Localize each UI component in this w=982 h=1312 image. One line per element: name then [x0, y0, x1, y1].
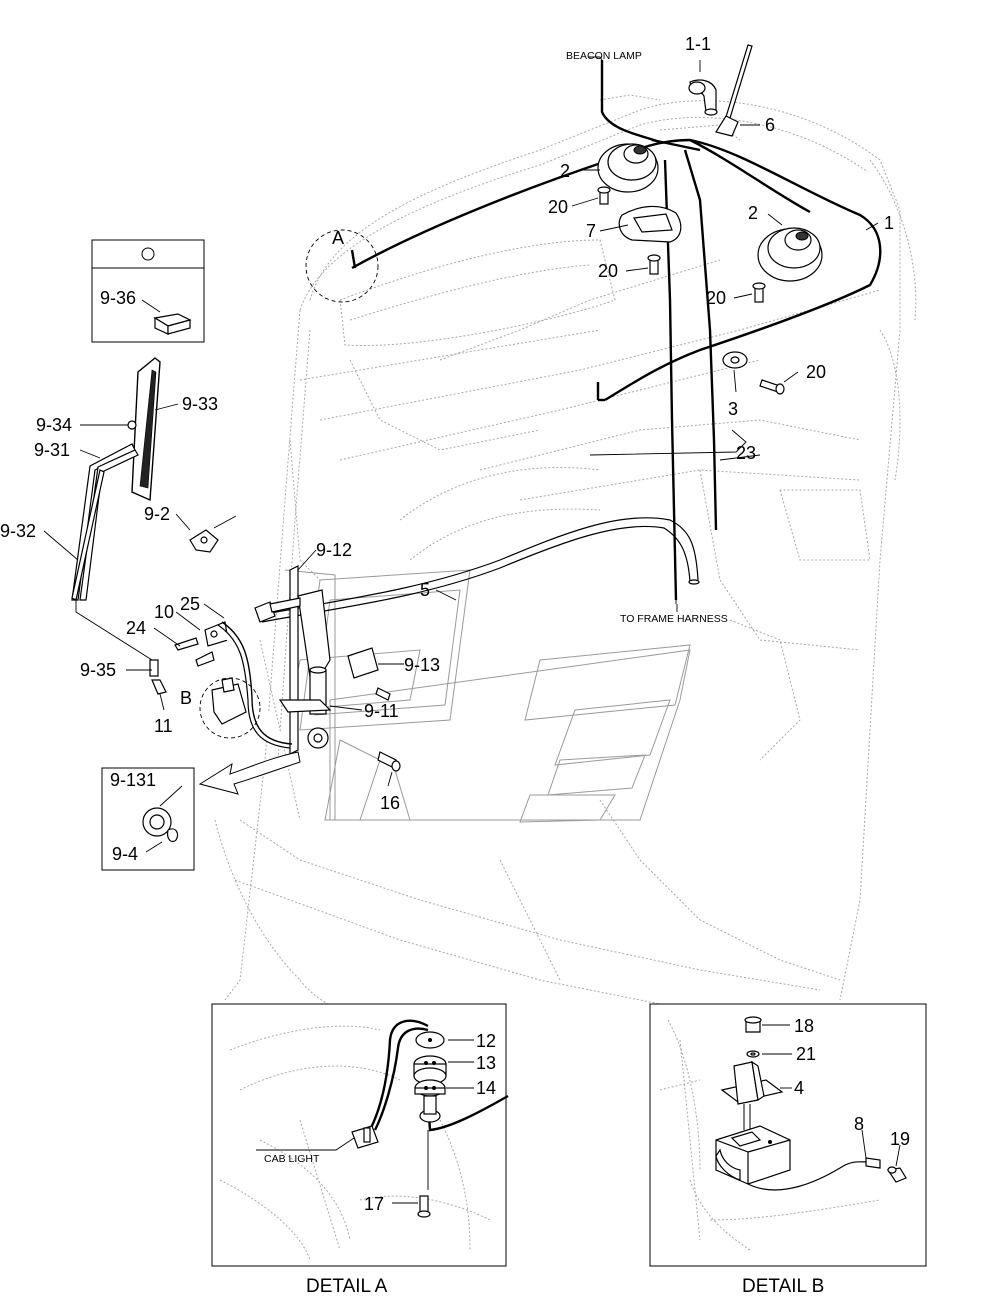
label-9-2: 9-2 [144, 504, 170, 524]
label-12: 12 [476, 1031, 496, 1051]
label-11: 11 [154, 716, 173, 736]
label-9-34: 9-34 [36, 415, 72, 435]
detail-a-box: 12 13 14 17 CAB LIGHT [211, 1003, 509, 1267]
detail-a-circle [305, 229, 379, 303]
wiper-blade-9-32 [71, 469, 105, 601]
label-16: 16 [380, 793, 400, 813]
bolt-9-13 [375, 687, 391, 701]
label-2-right: 2 [748, 203, 758, 223]
inset-box-9-36 [91, 239, 205, 343]
speaker-right-2 [757, 227, 823, 282]
bracket-3 [722, 351, 748, 369]
label-5: 5 [420, 580, 430, 600]
detail-b-leaders [762, 1024, 901, 1167]
detail-a-marker: A [332, 228, 344, 248]
detail-b-box: 18 21 4 8 19 [649, 1003, 927, 1267]
label-21: 21 [796, 1044, 816, 1064]
label-20-d: 20 [806, 362, 826, 382]
label-7: 7 [586, 221, 596, 241]
detail-b-housing [715, 1125, 791, 1185]
bolt-16 [377, 751, 401, 772]
antenna-6 [715, 44, 753, 137]
label-9-13: 9-13 [404, 655, 440, 675]
beacon-lamp-label: BEACON LAMP [566, 50, 642, 62]
label-8: 8 [854, 1114, 864, 1134]
to-frame-harness-label: TO FRAME HARNESS [620, 613, 728, 625]
detail-b-title: DETAIL B [742, 1276, 824, 1297]
mount-parts-10-24-25 [149, 621, 293, 749]
label-9-33: 9-33 [182, 394, 218, 414]
label-18: 18 [794, 1016, 814, 1036]
detail-a-title: DETAIL A [306, 1276, 388, 1297]
label-24: 24 [126, 618, 146, 638]
detail-b-circle [199, 677, 261, 739]
room-lamp-7 [618, 205, 682, 243]
label-9-36: 9-36 [100, 288, 136, 308]
door-frame-ghost [284, 569, 336, 820]
label-17: 17 [364, 1194, 384, 1214]
arrow-to-inset [198, 751, 301, 795]
detail-a-lamp-stack [413, 1031, 447, 1218]
label-25: 25 [180, 594, 200, 614]
cab-light-label: CAB LIGHT [264, 1153, 320, 1165]
bolt-20-c [752, 282, 766, 303]
main-labels: BEACON LAMP 1-1 6 2 20 7 2 1 20 20 20 3 … [0, 34, 894, 864]
label-9-32: 9-32 [0, 521, 36, 541]
harness-wires [350, 60, 882, 601]
bolt-20-b [647, 254, 661, 275]
label-9-11: 9-11 [364, 701, 399, 721]
wiper-frame-9-33 [131, 357, 161, 502]
label-9-35: 9-35 [80, 660, 116, 680]
label-23: 23 [736, 443, 756, 463]
wiper-motor-9-12 [254, 565, 379, 755]
bracket-9-2 [189, 529, 219, 553]
speaker-left-2 [597, 143, 659, 193]
label-19: 19 [890, 1129, 910, 1149]
bolt-20-d [759, 379, 785, 395]
harness-tube-5 [259, 517, 700, 623]
label-13: 13 [476, 1053, 496, 1073]
inset-box-9-131 [101, 767, 195, 871]
label-9-12: 9-12 [316, 540, 352, 560]
label-20-a: 20 [548, 197, 568, 217]
detail-a-leaders [256, 1039, 474, 1204]
bolt-20-a [597, 186, 611, 205]
beacon-elbow-1-1 [688, 79, 718, 116]
detail-a-harness [351, 1019, 509, 1149]
label-9-4: 9-4 [112, 844, 138, 864]
label-10: 10 [154, 602, 174, 622]
label-9-31: 9-31 [34, 440, 70, 460]
label-1-1: 1-1 [685, 34, 711, 54]
floor-panels-ghost [289, 569, 691, 823]
label-14: 14 [476, 1078, 496, 1098]
leader-lines [43, 56, 879, 853]
label-20-b: 20 [598, 261, 618, 281]
detail-b-lead-8 [747, 1157, 907, 1191]
detail-b-switch [720, 1016, 784, 1130]
label-20-c: 20 [706, 288, 726, 308]
label-2-left: 2 [560, 161, 570, 181]
cab-outline-ghost [214, 94, 917, 1025]
label-3: 3 [728, 399, 738, 419]
label-1: 1 [884, 213, 894, 233]
label-6: 6 [765, 115, 775, 135]
detail-b-ghost [659, 1019, 881, 1251]
label-9-131: 9-131 [110, 770, 156, 790]
label-4: 4 [794, 1078, 804, 1098]
detail-b-marker: B [180, 688, 192, 708]
